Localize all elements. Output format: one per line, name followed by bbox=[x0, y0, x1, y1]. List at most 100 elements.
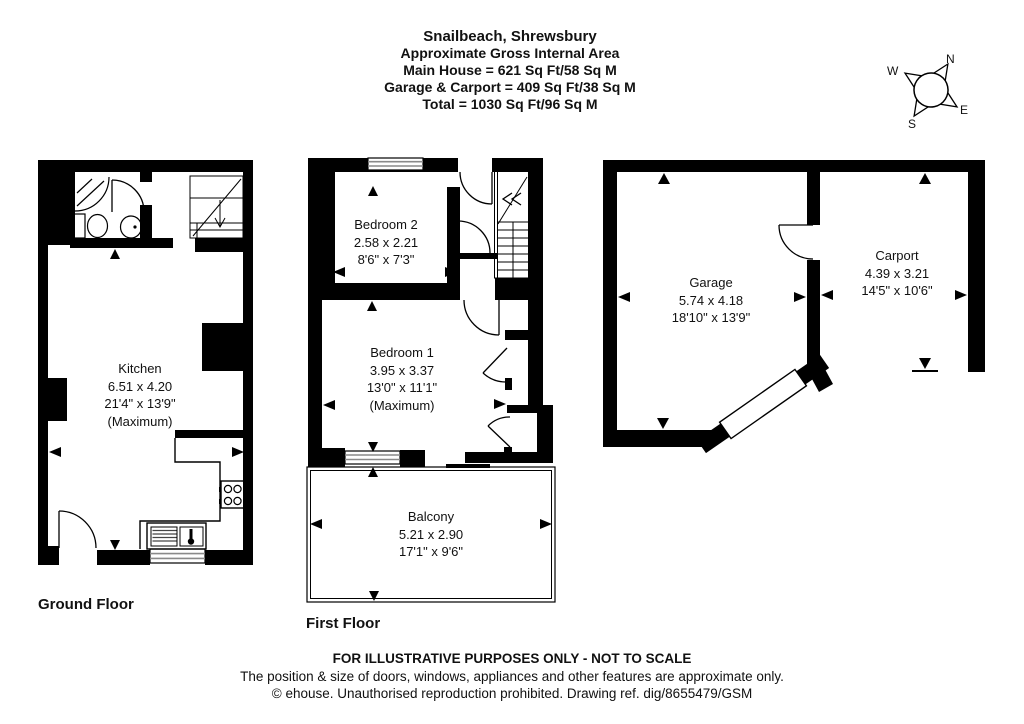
arrow-down-icon bbox=[657, 418, 669, 429]
arrow-down-icon bbox=[368, 442, 378, 452]
compass-north-label: N bbox=[946, 52, 955, 66]
first-floor-dimension-arrows bbox=[310, 186, 552, 601]
tap-icon bbox=[189, 529, 193, 539]
title-subtitle: Approximate Gross Internal Area bbox=[400, 45, 620, 61]
arrow-up-icon bbox=[367, 301, 377, 311]
carport-name: Carport bbox=[875, 248, 919, 263]
bedroom1-note: (Maximum) bbox=[369, 397, 435, 413]
ground-floor-window bbox=[149, 548, 206, 564]
ground-floor-stairs bbox=[189, 175, 244, 239]
sink-icon bbox=[119, 215, 143, 239]
garage-angled-door bbox=[718, 368, 808, 440]
garage-dim-imperial: 18'10" x 13'9" bbox=[671, 310, 751, 325]
balcony-label: Balcony 5.21 x 2.90 17'1" x 9'6" bbox=[399, 508, 463, 561]
garage-carport-plan bbox=[603, 160, 985, 454]
cupboard-door-upper bbox=[482, 347, 508, 383]
carport-label: Carport 4.39 x 3.21 14'5" x 10'6" bbox=[861, 247, 932, 300]
arrow-down-icon bbox=[369, 591, 379, 601]
ground-floor-label: Ground Floor bbox=[38, 596, 134, 613]
garage-label: Garage 5.74 x 4.18 18'10" x 13'9" bbox=[672, 274, 751, 327]
first-floor-label: First Floor bbox=[306, 615, 381, 632]
compass-east-label: E bbox=[960, 103, 969, 117]
hob-icon bbox=[219, 480, 245, 509]
arrow-right-icon bbox=[494, 399, 506, 409]
bedroom2-window bbox=[367, 157, 424, 171]
garage-corner-wall bbox=[806, 360, 833, 392]
bedroom1-door bbox=[463, 299, 500, 336]
toilet-icon bbox=[86, 213, 109, 239]
arrow-right-icon bbox=[445, 267, 457, 277]
footer-copyright: © ehouse. Unauthorised reproduction proh… bbox=[271, 686, 753, 701]
first-floor-walls bbox=[308, 158, 553, 468]
arrow-down-icon bbox=[110, 540, 120, 550]
property-title: Snailbeach, Shrewsbury bbox=[423, 28, 597, 45]
kitchen-dim-metric: 6.51 x 4.20 bbox=[107, 378, 173, 394]
title-block: Snailbeach, Shrewsbury Approximate Gross… bbox=[384, 28, 636, 113]
ground-floor-dimension-arrows bbox=[49, 249, 244, 550]
bathroom-door bbox=[111, 179, 145, 213]
toilet-cistern-icon bbox=[71, 213, 86, 239]
arrow-down-icon bbox=[367, 283, 377, 293]
first-floor-doors bbox=[457, 171, 511, 448]
arrow-up-icon bbox=[368, 186, 378, 196]
landing-inner-door bbox=[457, 220, 491, 254]
garage-name: Garage bbox=[689, 275, 733, 290]
arrow-right-icon bbox=[955, 290, 967, 300]
footer-block: FOR ILLUSTRATIVE PURPOSES ONLY - NOT TO … bbox=[240, 650, 784, 703]
stairs-direction-arrow bbox=[510, 192, 522, 206]
kitchen-label: Kitchen 6.51 x 4.20 21'4" x 13'9" (Maxim… bbox=[104, 360, 175, 430]
garage-dim-metric: 5.74 x 4.18 bbox=[678, 292, 744, 308]
bedroom2-dim-imperial: 8'6" x 7'3" bbox=[357, 252, 415, 267]
balcony-dim-imperial: 17'1" x 9'6" bbox=[398, 544, 464, 559]
arrow-up-icon bbox=[110, 249, 120, 259]
arrow-left-icon bbox=[618, 292, 630, 302]
bedroom1-dim-metric: 3.95 x 3.37 bbox=[369, 362, 435, 378]
kitchen-note: (Maximum) bbox=[107, 413, 173, 429]
kitchen-name: Kitchen bbox=[118, 361, 162, 376]
arrow-right-icon bbox=[540, 519, 552, 529]
balcony-door-threshold bbox=[446, 464, 490, 468]
balcony-name: Balcony bbox=[407, 509, 455, 524]
compass-west-label: W bbox=[887, 64, 899, 78]
arrow-right-icon bbox=[232, 447, 244, 457]
balcony-dim-metric: 5.21 x 2.90 bbox=[398, 526, 464, 542]
footer-approximation-note: The position & size of doors, windows, a… bbox=[240, 668, 784, 684]
compass-icon bbox=[903, 62, 959, 118]
cupboard-door-lower bbox=[487, 416, 511, 448]
bedroom2-dim-metric: 2.58 x 2.21 bbox=[353, 234, 419, 250]
bedroom1-window bbox=[344, 450, 401, 465]
arrow-up-icon bbox=[368, 467, 378, 477]
arrow-left-icon bbox=[310, 519, 322, 529]
arrow-left-icon bbox=[333, 267, 345, 277]
arrow-left-icon bbox=[821, 290, 833, 300]
title-total-area: Total = 1030 Sq Ft/96 Sq M bbox=[422, 96, 598, 112]
carport-dim-imperial: 14'5" x 10'6" bbox=[861, 283, 933, 298]
bedroom2-name: Bedroom 2 bbox=[354, 217, 418, 232]
sink-unit-icon bbox=[146, 522, 207, 550]
first-floor-plan bbox=[306, 157, 556, 603]
bedroom2-label: Bedroom 2 2.58 x 2.21 8'6" x 7'3" bbox=[354, 216, 418, 269]
ground-floor-plan bbox=[38, 160, 253, 565]
arrow-up-icon bbox=[919, 173, 931, 184]
ground-floor-walls bbox=[38, 160, 253, 565]
arrow-down-icon bbox=[919, 358, 931, 369]
landing-top-door bbox=[459, 171, 493, 205]
arrow-left-icon bbox=[49, 447, 61, 457]
bathroom-fixtures bbox=[71, 176, 143, 239]
bedroom1-label: Bedroom 1 3.95 x 3.37 13'0" x 11'1" (Max… bbox=[367, 344, 437, 414]
garage-carport-dimension-arrows bbox=[618, 173, 967, 429]
kitchen-dim-imperial: 21'4" x 13'9" bbox=[104, 396, 176, 411]
title-garage-carport-area: Garage & Carport = 409 Sq Ft/38 Sq M bbox=[384, 79, 636, 95]
carport-dim-metric: 4.39 x 3.21 bbox=[864, 265, 930, 281]
title-main-house-area: Main House = 621 Sq Ft/58 Sq M bbox=[403, 62, 617, 78]
shower-icon bbox=[74, 176, 110, 212]
arrow-left-icon bbox=[323, 400, 335, 410]
bedroom1-dim-imperial: 13'0" x 11'1" bbox=[366, 380, 438, 395]
ground-floor-entry-door bbox=[58, 510, 97, 549]
kitchen-counter bbox=[139, 438, 245, 550]
balcony-railing bbox=[306, 466, 556, 603]
arrow-right-icon bbox=[794, 292, 806, 302]
bedroom1-name: Bedroom 1 bbox=[370, 345, 434, 360]
